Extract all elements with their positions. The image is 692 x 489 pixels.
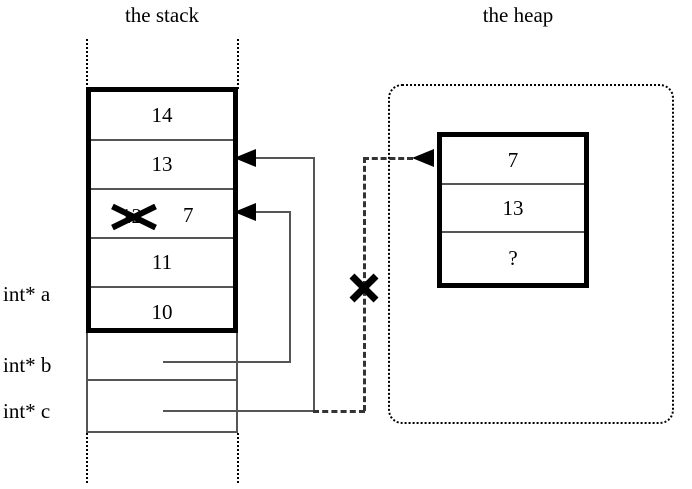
heap-block: 7 13 ?	[437, 132, 589, 288]
variable-label-c: int* c	[3, 399, 51, 423]
heap-title: the heap	[482, 3, 554, 27]
pointer-c-segment-horizontal-bottom	[163, 410, 315, 412]
stack-cell-b	[88, 333, 236, 381]
stack-cell-1: 13	[91, 141, 233, 190]
stack-cell-4-value: 10	[151, 300, 173, 324]
cancel-x-icon	[347, 271, 381, 305]
stack-unallocated-frame	[86, 333, 238, 433]
stack-cell-2: 12 7	[91, 190, 233, 239]
stack-frame: 14 13 12 7 11 10	[86, 87, 238, 333]
stack-cell-3-value: 11	[151, 250, 173, 274]
stack-guide-left-bottom	[86, 433, 88, 483]
pointer-b-arrowhead-icon	[234, 203, 256, 221]
heap-region-boundary	[388, 84, 674, 424]
heap-cell-1: 13	[442, 185, 584, 233]
heap-cell-1-value: 13	[502, 195, 524, 220]
pointer-b-segment-vertical	[289, 211, 291, 361]
stack-cell-0: 14	[91, 92, 233, 141]
pointer-c-segment-horizontal-top	[250, 157, 315, 159]
stack-cell-2-struck-value: 12	[111, 203, 157, 230]
pointer-c-arrowhead-icon	[234, 149, 256, 167]
stack-guide-right-bottom	[237, 433, 239, 483]
stack-guide-left-top	[86, 39, 88, 89]
stack-title: the stack	[124, 3, 200, 27]
stack-guide-right-top	[237, 39, 239, 89]
pointer-b-segment-horizontal-bottom	[163, 361, 291, 363]
dangling-pointer-segment-horizontal-bottom	[313, 410, 365, 413]
stack-cell-3: 11	[91, 239, 233, 288]
pointer-c-segment-vertical	[313, 157, 315, 410]
heap-cell-2-value: ?	[508, 245, 518, 270]
heap-cell-0-value: 7	[507, 147, 519, 172]
heap-cell-0: 7	[442, 137, 584, 185]
stack-cell-0-value: 14	[151, 103, 173, 127]
heap-cell-2: ?	[442, 233, 584, 283]
stack-cell-c	[88, 381, 236, 429]
pointer-b-segment-horizontal-top	[250, 211, 291, 213]
stack-cell-2-new-value: 7	[183, 203, 194, 227]
variable-label-b: int* b	[3, 353, 52, 377]
dangling-pointer-arrowhead-icon	[412, 149, 434, 167]
stack-cell-4: 10	[91, 288, 233, 337]
stack-cell-1-value: 13	[151, 152, 173, 176]
variable-label-a: int* a	[3, 282, 51, 306]
